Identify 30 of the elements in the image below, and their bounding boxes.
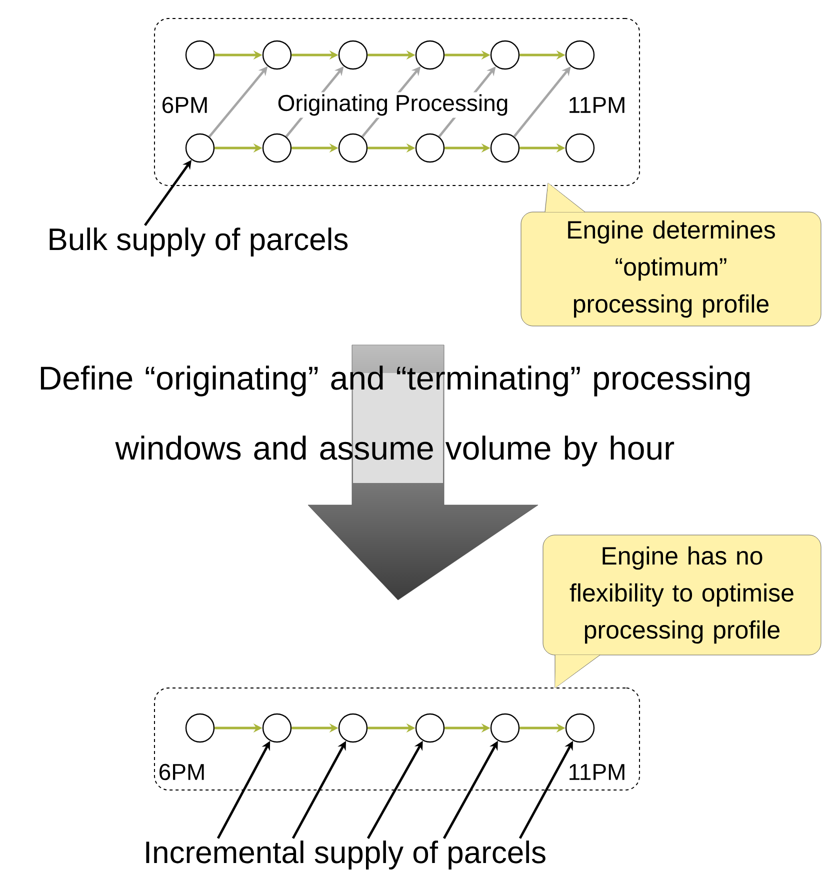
circle-node	[415, 40, 445, 70]
circle-node	[262, 133, 292, 163]
circle-node	[262, 713, 292, 743]
circle-node	[490, 40, 520, 70]
circle-node	[415, 713, 445, 743]
caption-text: Bulk supply of parcels	[50, 228, 348, 256]
callout: Engine has no flexibility to optimise processing profile	[542, 534, 822, 688]
circle-node	[185, 40, 215, 70]
caption-text: Incremental supply of parcels	[146, 840, 546, 870]
dashed-group-box	[154, 18, 640, 186]
time-label: 6PM	[162, 96, 207, 114]
circle-node	[338, 713, 368, 743]
text-label: Originating Processing	[275, 92, 511, 118]
heading-text: Define “originating” and “terminating” processing windows and assume volume by hour	[40, 366, 750, 466]
time-label: 11PM	[570, 764, 624, 780]
time-label: 11PM	[570, 97, 624, 113]
callout: Engine determines “optimum” processing profile	[520, 182, 822, 326]
circle-node	[338, 133, 368, 163]
circle-node	[565, 713, 595, 743]
circle-node	[338, 40, 368, 70]
circle-node	[415, 133, 445, 163]
circle-node	[490, 713, 520, 743]
circle-node	[185, 133, 215, 163]
circle-node	[565, 133, 595, 163]
dashed-group-box	[154, 688, 640, 790]
circle-node	[262, 40, 292, 70]
circle-node	[565, 40, 595, 70]
time-label: 6PM	[160, 764, 204, 780]
circle-node	[490, 133, 520, 163]
circle-node	[185, 713, 215, 743]
